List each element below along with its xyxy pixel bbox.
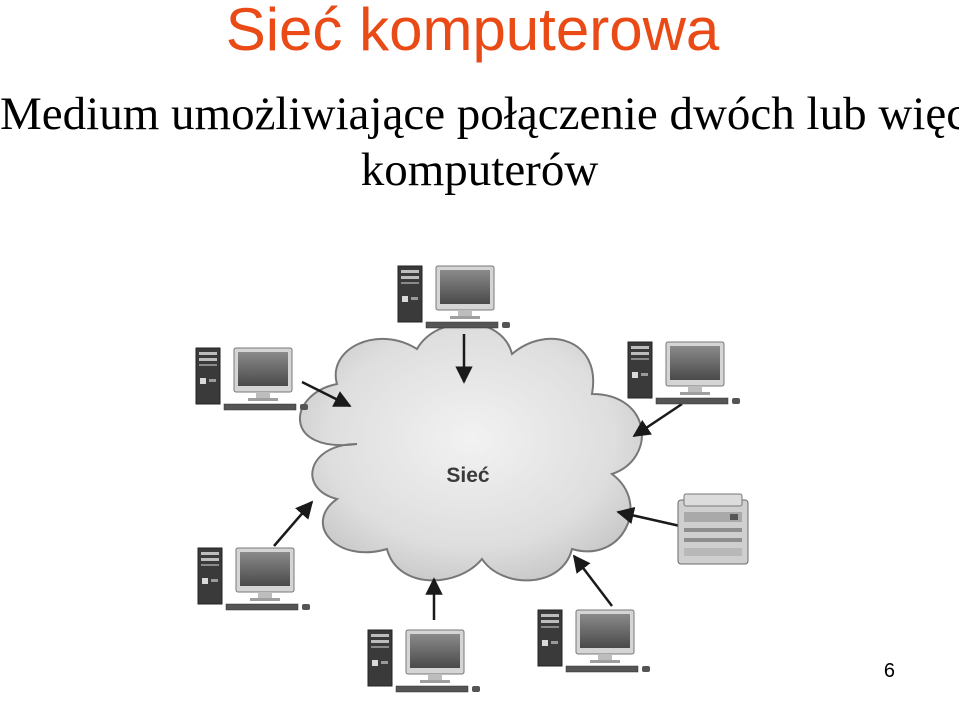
network-diagram: Sieć <box>162 244 774 703</box>
connection-arrows <box>273 334 683 620</box>
computer-icon <box>397 265 511 329</box>
arrow-lower-left <box>273 500 314 547</box>
network-cloud <box>299 322 643 582</box>
printer-icon <box>677 493 749 565</box>
subtitle-line-1: Medium umożliwiające połączenie dwóch lu… <box>0 88 959 140</box>
arrow-upper-left <box>301 380 352 408</box>
slide-title: Sieć komputerowa <box>225 0 720 63</box>
computer-icon <box>197 547 311 611</box>
arrow-printer <box>616 506 681 528</box>
arrow-upper-right <box>632 402 683 438</box>
computer-icon <box>195 347 309 411</box>
computer-icon <box>627 341 741 405</box>
computer-icon <box>537 609 651 673</box>
slide-subtitle: Medium umożliwiające połączenie dwóch lu… <box>0 86 959 198</box>
cloud-label: Sieć <box>446 464 490 487</box>
arrow-bottom-right <box>572 554 613 607</box>
subtitle-line-2: komputerów <box>360 144 599 196</box>
page-number: 6 <box>883 660 895 682</box>
computer-icon <box>367 629 481 693</box>
